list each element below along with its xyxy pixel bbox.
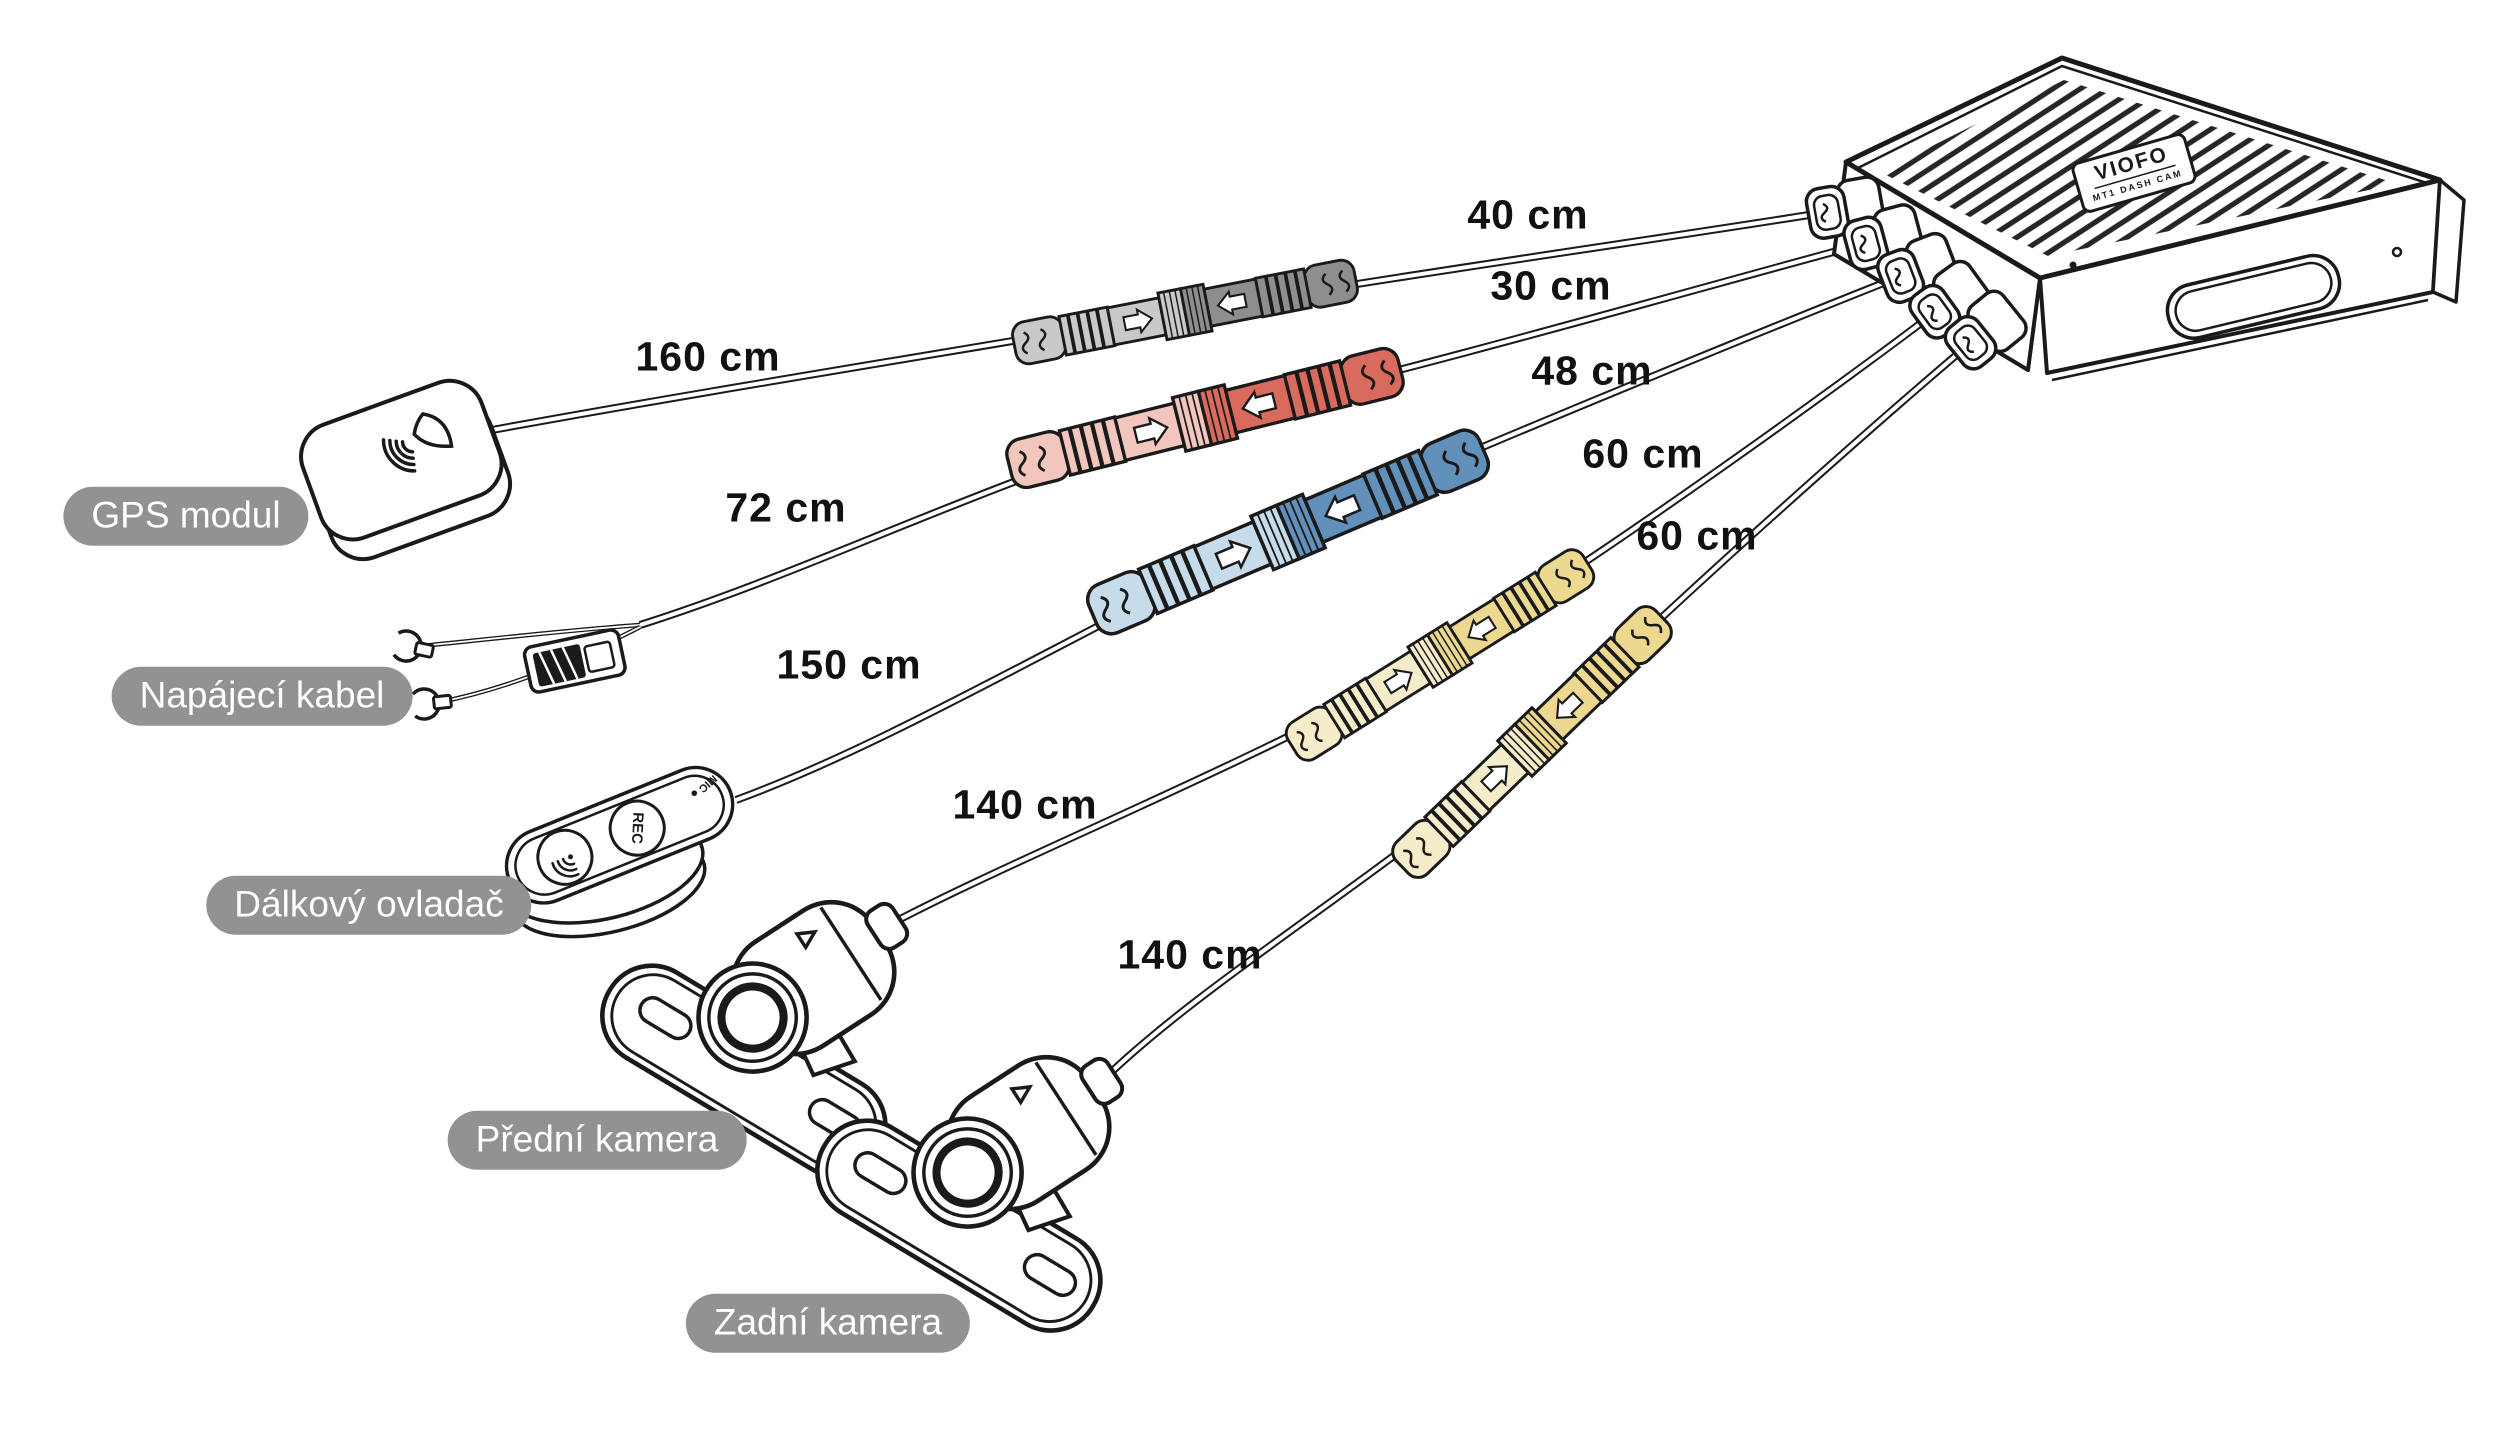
connector-gps-cable (1007, 253, 1363, 371)
device-label-power-cable: Napájecí kabel (111, 666, 413, 726)
connector-power-cable (1003, 343, 1407, 494)
length-label-power-to-unit: 30 cm (1490, 262, 1612, 309)
length-label-power-to-device: 72 cm (725, 484, 847, 531)
length-label-rear-camera-to-device: 140 cm (1117, 931, 1263, 978)
length-label-gps-to-unit: 40 cm (1467, 191, 1589, 238)
screw-dot (2069, 261, 2077, 269)
wifi-icon (551, 854, 580, 878)
device-label-front-camera: Přední kamera (447, 1110, 747, 1170)
main-unit: VIOFO MT1 DASH CAM (1802, 55, 2466, 382)
wifi-button (536, 828, 594, 886)
length-label-gps-to-device: 160 cm (635, 333, 781, 380)
main-unit-label: VIOFO MT1 DASH CAM (2071, 133, 2197, 213)
fork-terminal-icon (392, 629, 435, 663)
screw-dot (2391, 246, 2403, 258)
power-cable (392, 628, 627, 721)
rec-button (608, 799, 666, 857)
length-label-remote-to-unit: 48 cm (1531, 347, 1653, 394)
fork-terminal-icon (411, 687, 453, 721)
remote-control: REC MIC (504, 765, 735, 939)
device-label-rear-camera: Zadní kamera (685, 1293, 971, 1353)
device-label-remote: Dálkový ovladač (206, 875, 532, 935)
side-slot (2165, 253, 2342, 340)
gps-module (299, 378, 512, 562)
fuse-holder (522, 628, 627, 694)
device-label-gps-module: GPS modul (63, 486, 309, 546)
rec-button-label: REC (628, 812, 647, 845)
signal-icon (381, 412, 454, 473)
length-label-rear-camera-to-unit: 60 cm (1636, 512, 1758, 559)
length-label-front-camera-to-device: 140 cm (952, 781, 1098, 828)
length-label-remote-to-device: 150 cm (776, 641, 922, 688)
length-label-front-camera-to-unit: 60 cm (1582, 430, 1704, 477)
